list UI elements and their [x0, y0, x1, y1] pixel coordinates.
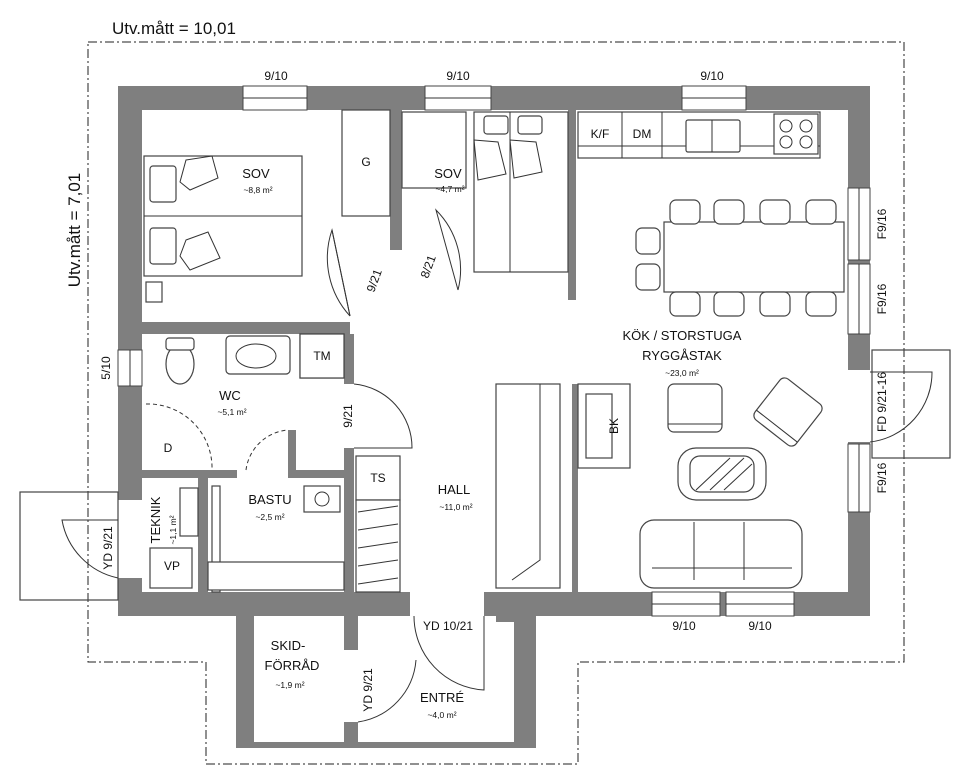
door-swings	[61, 208, 933, 723]
room-hall-name: HALL	[438, 482, 471, 497]
room-teknik-area: ~1,1 m²	[168, 515, 178, 544]
vp-unit	[149, 547, 193, 589]
window-bottom-2-label: 9/10	[748, 619, 772, 633]
door-hall-entre-label: YD 10/21	[423, 619, 473, 633]
tm-unit	[299, 333, 345, 379]
room-sov2-name: SOV	[434, 166, 462, 181]
fixture-ts-label: TS	[370, 471, 385, 485]
room-wc-name: WC	[219, 388, 241, 403]
door-opening-hall-entre	[410, 592, 484, 616]
fixture-kf-label: K/F	[591, 127, 610, 141]
room-bastu-area: ~2,5 m²	[255, 512, 284, 522]
window-bottom-1-label: 9/10	[672, 619, 696, 633]
bastu-fixtures	[207, 485, 345, 593]
window-top-right-label: 9/10	[700, 69, 724, 83]
fixture-bk-label: BK	[607, 418, 621, 434]
room-kok-name: KÖK / STORSTUGA	[623, 328, 742, 343]
room-kok-area: ~23,0 m²	[665, 368, 699, 378]
door-sov2-label: 8/21	[418, 253, 439, 280]
room-sov2-area: ~4,7 m²	[435, 184, 464, 194]
window-right-1-label: F9/16	[875, 208, 889, 239]
width-label: Utv.mått = 10,01	[112, 19, 236, 38]
fixture-dm-label: DM	[633, 127, 652, 141]
room-skid-subname: FÖRRÅD	[265, 658, 320, 673]
door-sov1-label: 9/21	[364, 267, 385, 294]
door-opening-kitchen	[848, 370, 870, 442]
fixture-d-label: D	[164, 441, 173, 455]
depth-label: Utv.mått = 7,01	[65, 173, 84, 287]
door-kok-label: FD 9/21-16	[875, 372, 889, 432]
room-kok-subname: RYGGÅSTAK	[642, 348, 722, 363]
windows	[117, 85, 871, 722]
exterior-steps	[19, 349, 951, 601]
window-right-3-label: F9/16	[875, 462, 889, 493]
door-opening-entre	[344, 650, 358, 722]
door-teknik-label: YD 9/21	[101, 526, 115, 570]
outer-measure-boundary	[87, 41, 905, 765]
stairs	[355, 499, 401, 593]
room-bastu-name: BASTU	[248, 492, 291, 507]
room-skid-area: ~1,9 m²	[275, 680, 304, 690]
double-bed	[143, 155, 303, 303]
window-left-wc-label: 5/10	[99, 356, 113, 380]
room-teknik-name: TEKNIK	[148, 496, 163, 543]
dining-table	[635, 199, 845, 317]
room-wc-area: ~5,1 m²	[217, 407, 246, 417]
fixture-vp-label: VP	[164, 559, 180, 573]
room-sov1-area: ~8,8 m²	[243, 185, 272, 195]
room-hall-area: ~11,0 m²	[439, 502, 472, 512]
window-top-left-label: 9/10	[264, 69, 288, 83]
room-sov1-name: SOV	[242, 166, 270, 181]
kitchen-counter	[577, 111, 821, 159]
room-skid-name: SKID-	[271, 638, 306, 653]
window-right-2-label: F9/16	[875, 283, 889, 314]
door-entre-label: YD 9/21	[361, 668, 375, 712]
wardrobe-g	[341, 109, 391, 217]
single-bed	[473, 111, 569, 273]
room-entre-name: ENTRÉ	[420, 690, 464, 705]
desk	[401, 111, 467, 189]
fixture-g-label: G	[361, 155, 370, 169]
living-furniture	[577, 377, 823, 589]
door-opening-teknik	[118, 500, 142, 578]
hall-bench	[495, 383, 561, 589]
fixture-tm-label: TM	[313, 349, 330, 363]
door-wc-label: 9/21	[341, 404, 355, 428]
room-entre-area: ~4,0 m²	[427, 710, 456, 720]
window-top-middle-label: 9/10	[446, 69, 470, 83]
teknik-box	[179, 487, 199, 537]
